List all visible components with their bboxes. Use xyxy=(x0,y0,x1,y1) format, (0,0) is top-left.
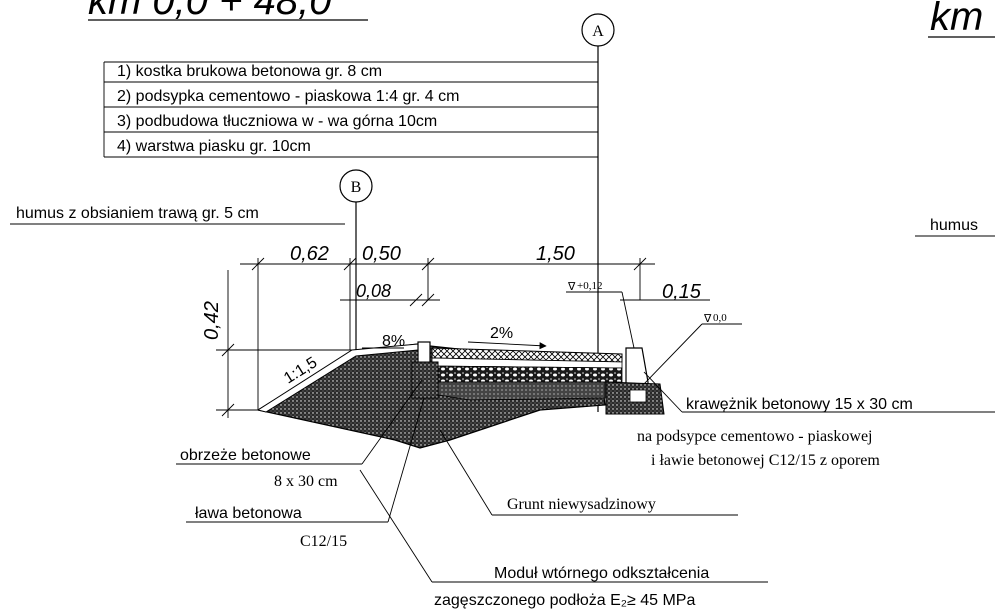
level-mark-2: 0,0 xyxy=(713,312,727,324)
curb-leader xyxy=(643,371,683,413)
edging-leader xyxy=(361,379,423,465)
section-title-left: km 0,0 + 48,0 xyxy=(88,0,331,23)
dim-050: 0,50 xyxy=(362,243,401,265)
bench-leader xyxy=(387,397,425,523)
dim-150: 1,50 xyxy=(536,243,575,265)
level-mark-1: +0,12 xyxy=(577,280,602,292)
bench-callout-1: ława betonowa xyxy=(195,505,302,522)
level-mark-2-symbol: ∇ xyxy=(703,313,712,325)
curb-callout-2: na podsypce cementowo - piaskowej xyxy=(637,428,872,445)
curb-bedding xyxy=(629,389,647,403)
humus-label-right: humus xyxy=(930,217,978,234)
section-title-right: km xyxy=(930,0,983,39)
slope-8-label: 8% xyxy=(382,333,405,350)
modulus-callout-2: zagęszczonego podłoża E₂≥ 45 MPa xyxy=(434,592,695,609)
humus-label: humus z obsianiem trawą gr. 5 cm xyxy=(16,205,259,222)
dim-015: 0,15 xyxy=(662,281,702,303)
edging-callout-2: 8 x 30 cm xyxy=(274,473,338,490)
layer-item-3: 3) podbudowa tłuczniowa w - wa górna 10c… xyxy=(117,113,437,130)
marker-a-label: A xyxy=(592,23,604,40)
layer-item-1: 1) kostka brukowa betonowa gr. 8 cm xyxy=(117,63,382,80)
slope-2-arrow xyxy=(467,341,547,350)
layer-list: 1) kostka brukowa betonowa gr. 8 cm 2) p… xyxy=(103,61,598,158)
subgrade-callout: Grunt niewysadzinowy xyxy=(507,496,656,513)
dimension-lines xyxy=(216,257,710,418)
curb-callout-3: i ławie betonowej C12/15 z oporem xyxy=(651,452,880,469)
bench-callout-2: C12/15 xyxy=(300,533,347,550)
dim-062: 0,62 xyxy=(290,243,329,265)
crushed-stone-base xyxy=(431,365,623,383)
modulus-leader xyxy=(359,469,433,583)
dim-042: 0,42 xyxy=(201,301,223,340)
layer-item-4: 4) warstwa piasku gr. 10cm xyxy=(117,138,311,155)
sand-layer xyxy=(431,381,606,401)
level-mark-1-symbol: ∇ xyxy=(567,281,576,293)
edging-bench xyxy=(411,361,439,399)
slope-2-label: 2% xyxy=(490,325,513,342)
marker-b-label: B xyxy=(351,179,362,196)
modulus-callout-1: Moduł wtórnego odkształcenia xyxy=(494,565,709,582)
layer-item-2: 2) podsypka cementowo - piaskowa 1:4 gr.… xyxy=(117,88,459,105)
dim-008: 0,08 xyxy=(356,281,391,301)
edging-callout-1: obrzeże betonowe xyxy=(180,447,311,464)
subgrade-leader xyxy=(439,429,493,516)
curb-callout-1: krawężnik betonowy 15 x 30 cm xyxy=(686,396,913,413)
